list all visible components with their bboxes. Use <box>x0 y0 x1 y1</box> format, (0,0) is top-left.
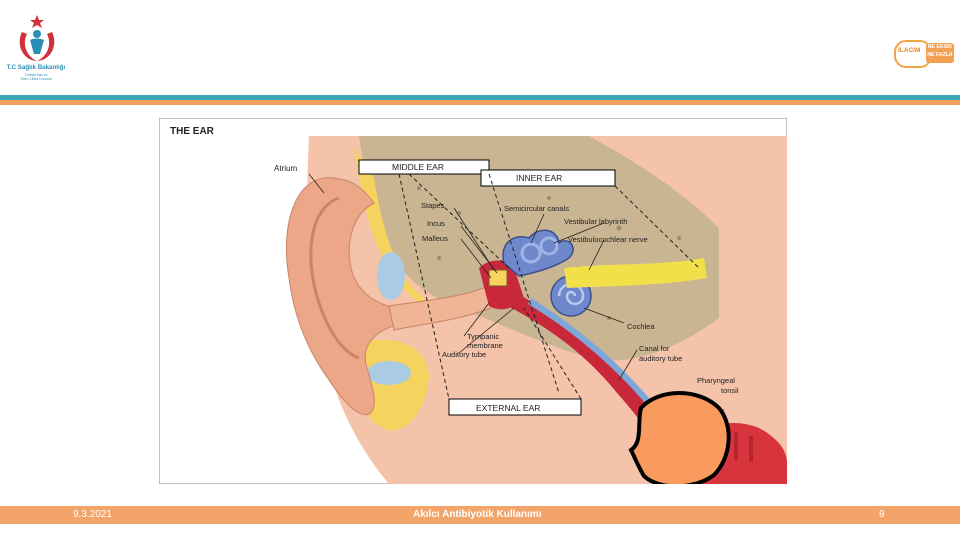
semicircular-canal-ring-2 <box>539 236 559 256</box>
title-strip <box>159 118 787 137</box>
figure-title: THE EAR <box>170 126 215 137</box>
ministry-name: T.C Sağlık Bakanlığı <box>6 64 66 71</box>
label-atrium: Atrium <box>274 164 297 173</box>
label-canal-1: Canal for <box>639 344 670 353</box>
external-ear-box <box>448 398 582 416</box>
label-semicircular-canals: Semicircular canals <box>504 204 569 213</box>
ministry-logo: T.C Sağlık Bakanlığı Türkiye İlaç ve Tıb… <box>4 10 68 88</box>
label-pharyngeal-1: Pharyngeal <box>697 376 735 385</box>
label-tympanic-1: Tympanic <box>467 332 499 341</box>
header-band-teal <box>0 95 960 100</box>
footer-title: Akılcı Antibiyotik Kullanımı <box>413 509 542 520</box>
label-malleus: Malleus <box>422 234 448 243</box>
overlay-blob <box>628 391 731 484</box>
middle-ear-box <box>358 159 490 175</box>
footer-page-number: 9 <box>879 509 885 520</box>
fat-pad-upper <box>377 252 405 300</box>
label-canal-2: auditory tube <box>639 354 682 363</box>
ear-diagram: THE EAR Atrium MIDDLE EAR INNER EAR EXTE… <box>159 118 787 484</box>
label-pharyngeal-2: tonsil <box>721 386 739 395</box>
ear-anatomy-figure: THE EAR Atrium MIDDLE EAR INNER EAR EXTE… <box>159 118 787 484</box>
cartilage-lower <box>359 339 429 431</box>
label-middle-ear: MIDDLE EAR <box>392 162 444 172</box>
ministry-subtitle: Türkiye İlaç ve Tıbbi Cihaz Kurumu <box>20 73 52 82</box>
label-vestibular-labyrinth: Vestibular labyrinth <box>564 217 627 226</box>
label-tympanic-2: membrane <box>467 341 503 350</box>
external-auditory-canal <box>388 285 492 331</box>
label-inner-ear: INNER EAR <box>516 173 562 183</box>
label-stapes: Stapes <box>421 201 445 210</box>
ministry-emblem-icon <box>19 15 55 61</box>
campaign-logo-tag: NE EKSİK NE FAZLA <box>926 43 954 63</box>
fat-pad-lower <box>367 361 411 385</box>
label-incus: Incus <box>427 219 445 228</box>
campaign-logo: İLACIM NE EKSİK NE FAZLA <box>894 40 958 68</box>
footer-date: 9.3.2021 <box>73 509 112 520</box>
campaign-logo-box <box>894 40 932 68</box>
figure-labels: THE EAR Atrium MIDDLE EAR INNER EAR EXTE… <box>170 126 739 415</box>
vestibulocochlear-nerve-shape <box>564 258 707 288</box>
label-vestibulocochlear-nerve: Vestibulocochlear nerve <box>568 235 648 244</box>
pinna-fold <box>309 196 360 360</box>
label-cochlea: Cochlea <box>627 322 655 331</box>
label-external-ear: EXTERNAL EAR <box>476 403 540 413</box>
campaign-tag-line-2: NE FAZLA <box>927 52 953 58</box>
campaign-tag-line-1: NE EKSİK <box>927 44 953 50</box>
ossicles <box>488 269 508 287</box>
cartilage-upper <box>354 148 439 308</box>
label-auditory-tube: Auditory tube <box>442 350 486 359</box>
region-guides <box>398 173 700 400</box>
footer-bar: 9.3.2021 Akılcı Antibiyotik Kullanımı 9 <box>0 506 960 524</box>
inner-ear-box <box>480 169 616 187</box>
leader-lines <box>308 173 720 438</box>
semicircular-canal-ring <box>520 242 542 264</box>
pinna <box>285 177 405 416</box>
header-band-orange <box>0 100 960 105</box>
campaign-logo-text: İLACIM <box>898 47 921 54</box>
